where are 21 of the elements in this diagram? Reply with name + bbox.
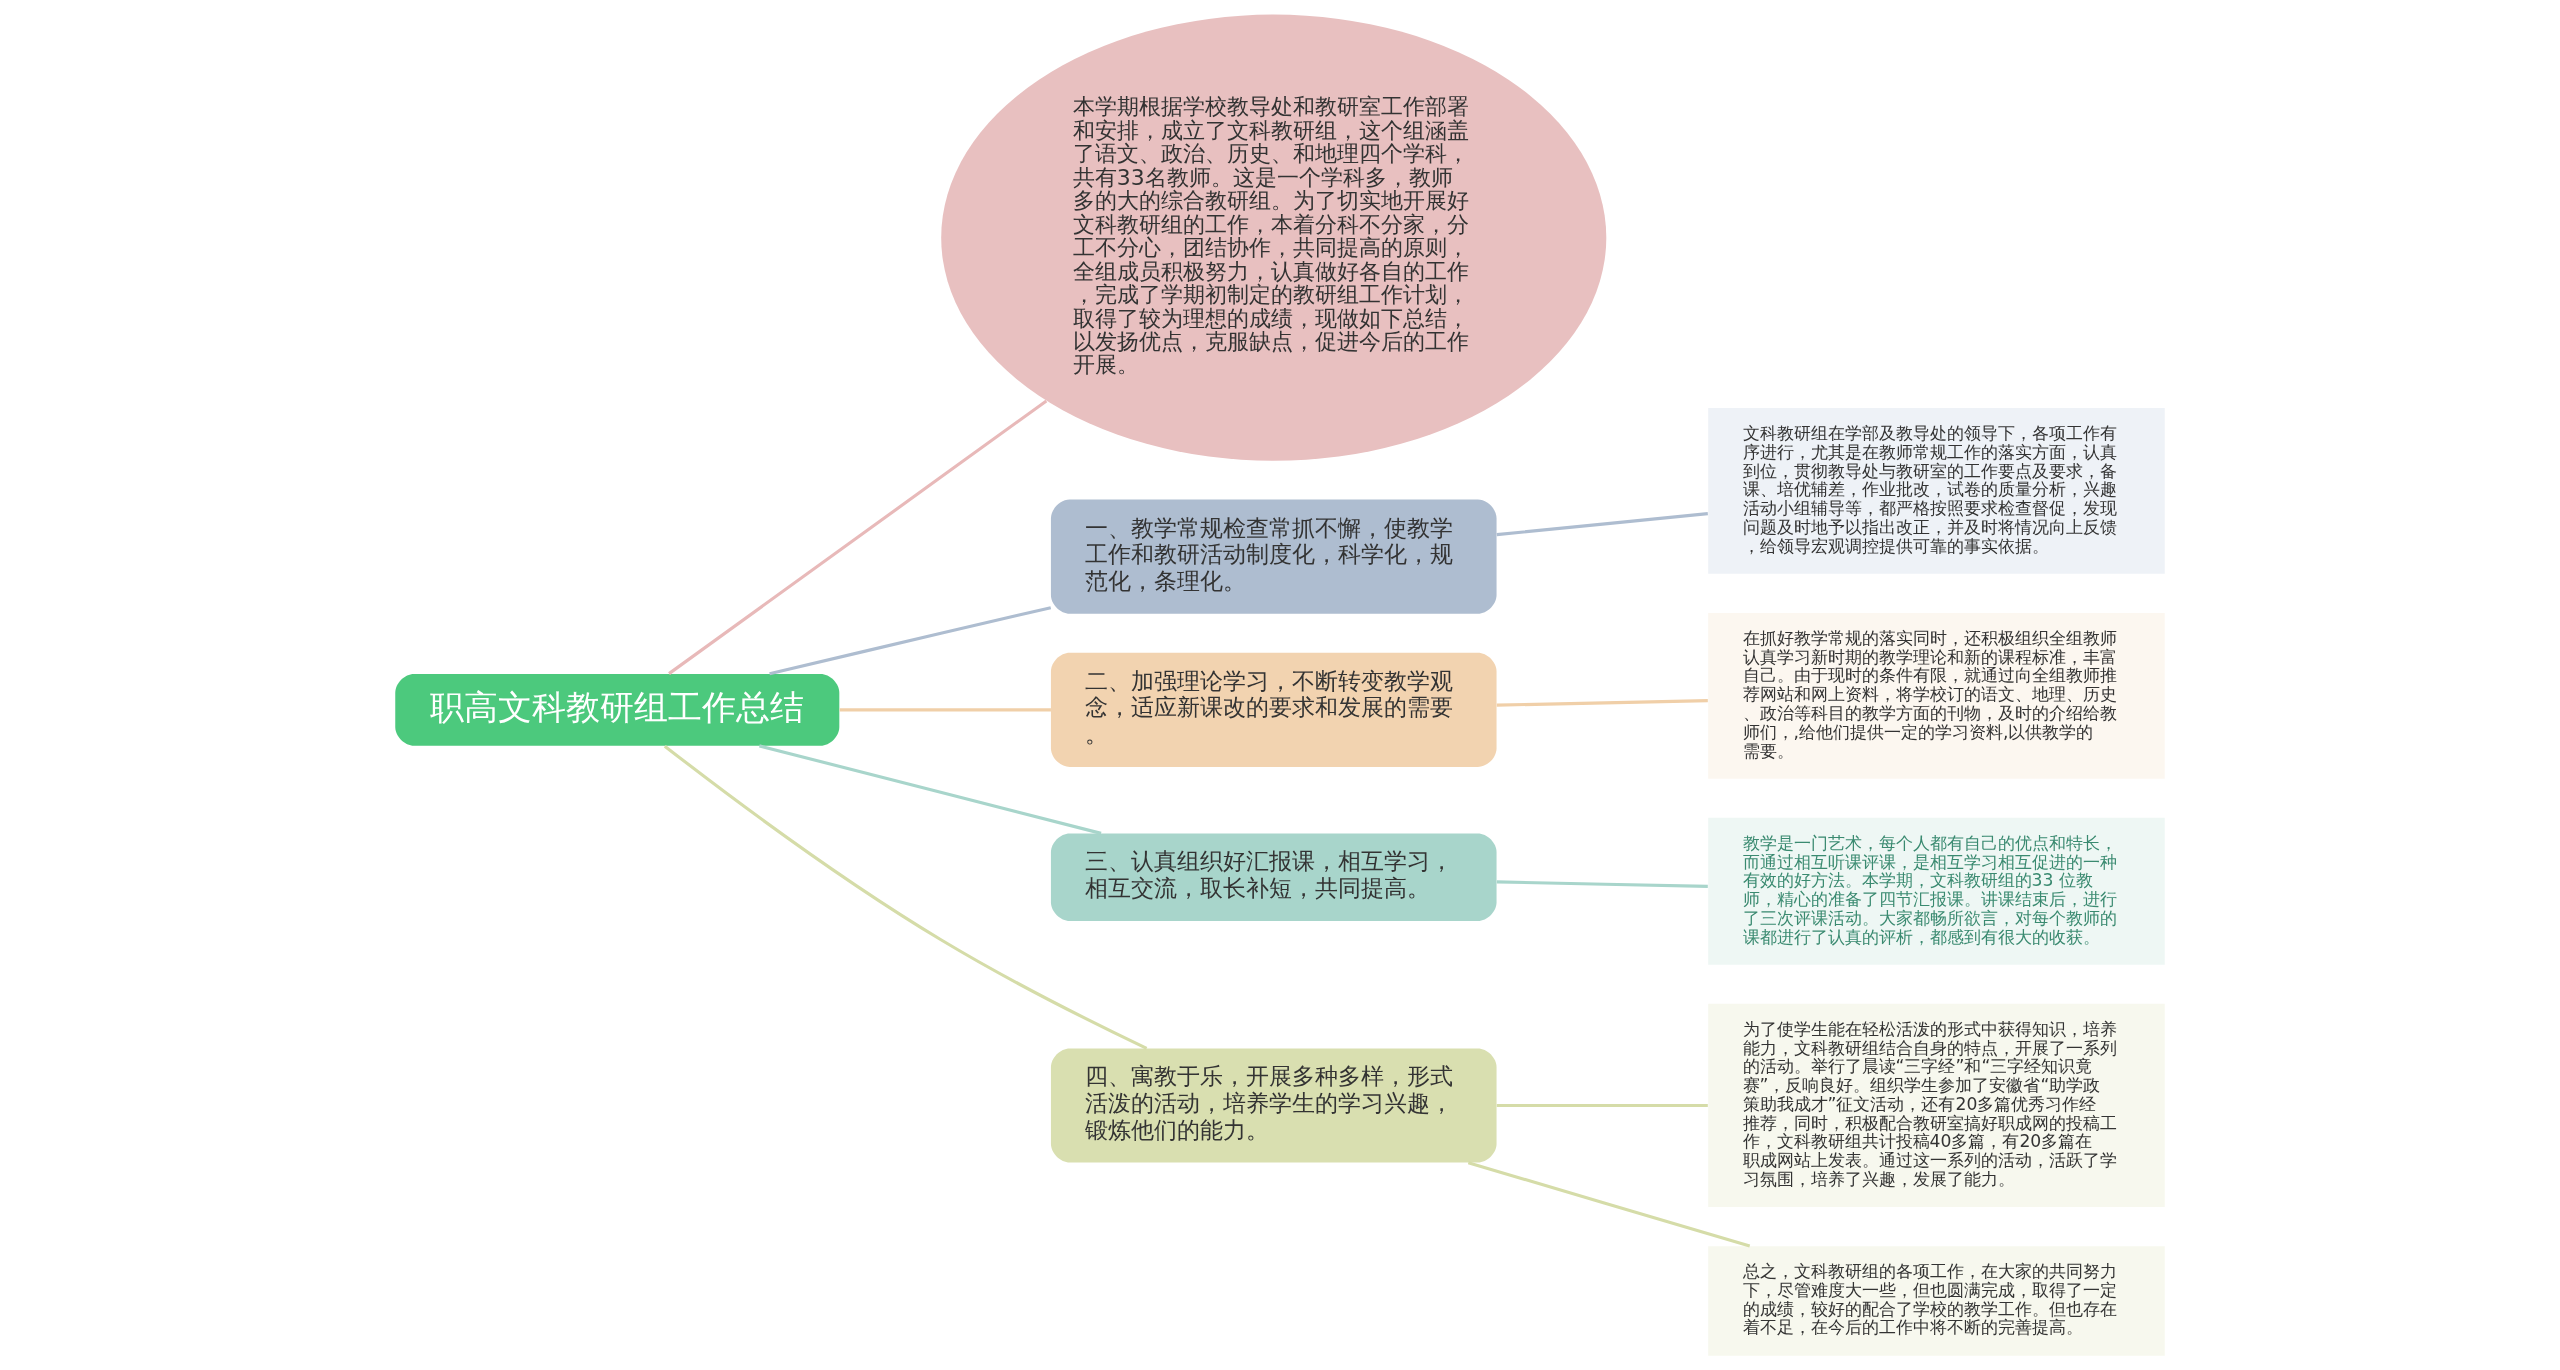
connector (668, 399, 1048, 675)
node-box: 为了使学生能在轻松活泼的形式中获得知识，培养能力，文科教研组结合自身的特点，开展了一系列的活动。举行了晨读“三字经”和“三字经知识竟赛”，反响良好。组织学生参加了安徽省“助学政策助我成才”征文活动，还有20多篇优秀习作经推荐，同时，积极配合教研室搞好职成网的投稿工作，文科教研组共计投稿40多篇，有20多篇在职成网站上发表。通过这一系列的活动，活跃了学习氛围，培养了兴趣，发展了能力。 (1708, 1003, 2165, 1208)
connector (839, 708, 1051, 712)
connector (769, 606, 1052, 676)
node-box: 教学是一门艺术，每个人都有自己的优点和特长，而通过相互听课评课，是相互学习相互促进的一种有效的好方法。本学期，文科教研组的33 位教师，精心的准备了四节汇报课。讲课结束后，进行了三次评课活动。大家都畅所欲言，对每个教师的课都进行了认真的评析，都感到有很大的收获。 (1708, 817, 2165, 965)
connector (1496, 880, 1708, 888)
node-box: 在抓好教学常规的落实同时，还积极组织全组教师认真学习新时期的教学理论和新的课程标准，丰富自己。由于现时的条件有限，就通过向全组教师推荐网站和网上资料，将学校订的语文、地理、历史、政治等科目的教学方面的刊物，及时的介绍给教师们，,给他们提供一定的学习资料,以供教学的需要。 (1708, 612, 2165, 779)
node-box: 总之，文科教研组的各项工作，在大家的共同努力下，尽管难度大一些，但也圆满完成，取得了一定的成绩，较好的配合了学校的教学工作。但也存在着不足，在今后的工作中将不断的完善提高。 (1708, 1246, 2165, 1356)
connector (759, 744, 1102, 835)
node-box: 文科教研组在学部及教导处的领导下，各项工作有序进行，尤其是在教师常规工作的落实方面，认真到位，贯彻教导处与教研室的工作要点及要求，备课、培优辅差，作业批改，试卷的质量分析，兴趣活动小组辅导等，都严格按照要求检查督促，发现问题及时地予以指出改正，并及时将情况向上反馈，给领导宏观调控提供可靠的事实依据。 (1708, 408, 2165, 574)
node-box: 二、加强理论学习，不断转变教学观念，适应新课改的要求和发展的需要。 (1050, 652, 1497, 767)
connector (663, 744, 1148, 1050)
connector (1467, 1161, 1751, 1248)
connector (1496, 1103, 1708, 1108)
node-box: 三、认真组织好汇报课，相互学习，相互交流，取长补短，共同提高。 (1050, 833, 1497, 921)
node-box: 四、寓教于乐，开展多种多样，形式活泼的活动，培养学生的学习兴趣，锻炼他们的能力。 (1050, 1048, 1497, 1163)
connector (1496, 699, 1708, 707)
node-box: 职高文科教研组工作总结 (395, 673, 840, 746)
node-box: 一、教学常规检查常抓不懈，使教学工作和教研活动制度化，科学化，规范化，条理化。 (1050, 499, 1497, 614)
node-ellipse: 本学期根据学校教导处和教研室工作部署和安排，成立了文科教研组，这个组涵盖了语文、政治、历史、和地理四个学科，共有33名教师。这是一个学科多，教师多的大的综合教研组。为了切实地开展好文科教研组的工作，本着分科不分家，分工不分心，团结协作，共同提高的原则，全组成员积极努力，认真做好各自的工作，完成了学期初制定的教研组工作计划，取得了较为理想的成绩，现做如下总结，以发扬优点，克服缺点，促进今后的工作开展。 (941, 14, 1607, 461)
connector (1496, 512, 1708, 537)
